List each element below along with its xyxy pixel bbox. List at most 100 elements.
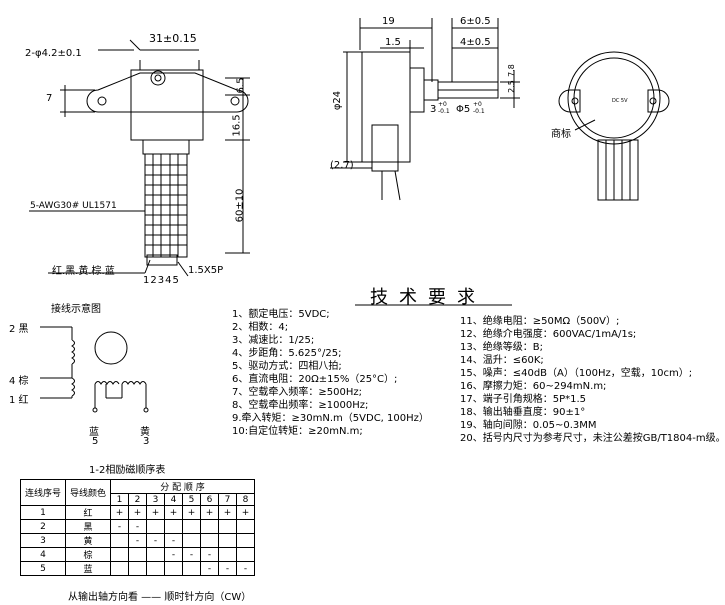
- dim-5-tol-lower: -0.1: [473, 108, 485, 115]
- row-cell: [164, 519, 183, 534]
- dim-6: 6±0.5: [460, 16, 491, 27]
- row-color: 棕: [65, 547, 111, 562]
- spec-line: 11、绝缘电阻：≥50MΩ（500V）;: [460, 316, 620, 327]
- dim-5-tol-upper: +0: [473, 101, 482, 108]
- row-cell: [146, 561, 165, 576]
- step-header: 1: [110, 493, 129, 506]
- row-color: 黄: [65, 533, 111, 548]
- row-cell: [146, 519, 165, 534]
- row-cell: [128, 547, 147, 562]
- row-cell: +: [164, 505, 183, 520]
- row-cell: [218, 547, 237, 562]
- table-row: 4 棕 - - -: [20, 547, 255, 562]
- spec-line: 15、噪声：≤40dB（A）（100Hz，空载，10cm）;: [460, 368, 693, 379]
- row-cell: [110, 561, 129, 576]
- row-cell: [128, 561, 147, 576]
- row-cell: -: [128, 533, 147, 548]
- row-cell: [182, 519, 201, 534]
- spec-line: 7、空载牵入频率：≥500Hz;: [232, 387, 362, 398]
- spec-line: 6、直流电阻：20Ω±15%（25°C）;: [232, 374, 398, 385]
- row-cell: [110, 547, 129, 562]
- table-row: 1 红 + + + + + + + +: [20, 505, 255, 520]
- dim-4: 4±0.5: [460, 37, 491, 48]
- row-cell: -: [110, 519, 129, 534]
- spec-line: 1、额定电压：5VDC;: [232, 309, 330, 320]
- yellow-label: 黄: [140, 427, 150, 438]
- dim-6-5: 6.5: [235, 77, 247, 94]
- row-cell: [182, 533, 201, 548]
- row-cell: +: [128, 505, 147, 520]
- dim-width: 31±0.15: [149, 32, 197, 45]
- pin-4-label: 4 棕: [9, 376, 29, 387]
- row-cell: -: [182, 547, 201, 562]
- row-color: 蓝: [65, 561, 111, 576]
- dim-holes: 2-φ4.2±0.1: [25, 48, 82, 59]
- cable-spec: 5-AWG30# UL1571: [30, 201, 117, 211]
- header-color: 导线颜色: [65, 479, 111, 506]
- row-cell: [110, 533, 129, 548]
- row-cell: [236, 533, 255, 548]
- dim-3-tol-lower: -0.1: [438, 108, 450, 115]
- row-seq: 3: [20, 533, 66, 548]
- spec-line: 17、端子引角规格：5P*1.5: [460, 394, 587, 405]
- row-cell: +: [146, 505, 165, 520]
- sequence-caption: 1-2相励磁顺序表: [89, 465, 166, 476]
- row-cell: [146, 547, 165, 562]
- row-cell: -: [200, 547, 219, 562]
- spec-line: 12、绝缘介电强度：600VAC/1mA/1s;: [460, 329, 637, 340]
- spec-line: 2、相数：4;: [232, 322, 289, 333]
- spec-line: 18、输出轴垂直度：90±1°: [460, 407, 586, 418]
- table-row: 3 黄 - - -: [20, 533, 255, 548]
- row-cell: +: [218, 505, 237, 520]
- spec-line: 13、绝缘等级：B;: [460, 342, 543, 353]
- dim-19: 19: [382, 16, 395, 27]
- row-cell: +: [182, 505, 201, 520]
- motor-label-text: DC 5V: [612, 98, 628, 104]
- row-cell: -: [164, 547, 183, 562]
- row-cell: -: [128, 519, 147, 534]
- spec-line: 10:自定位转矩：≥20mN.m;: [232, 426, 363, 437]
- spec-line: 16、摩擦力矩：60~294mN.m;: [460, 381, 607, 392]
- row-cell: -: [236, 561, 255, 576]
- step-header: 2: [128, 493, 147, 506]
- row-seq: 5: [20, 561, 66, 576]
- dim-r1: 7.8: [506, 64, 516, 77]
- row-seq: 1: [20, 505, 66, 520]
- header-dist: 分 配 顺 序: [110, 479, 255, 494]
- pin-1-label: 1 红: [9, 395, 29, 406]
- step-header: 4: [164, 493, 183, 506]
- yellow-num: 3: [143, 436, 150, 447]
- row-cell: [164, 561, 183, 576]
- row-cell: -: [200, 561, 219, 576]
- label-brand: 商标: [551, 129, 571, 140]
- iso-view-motor: [558, 51, 670, 201]
- spec-line: 5、驱动方式：四相八拍;: [232, 361, 342, 372]
- blue-num: 5: [92, 436, 99, 447]
- row-cell: +: [110, 505, 129, 520]
- dim-16-5: 16.5: [231, 114, 243, 137]
- dim-5: Φ5: [456, 104, 471, 115]
- dim-7: 7: [46, 93, 53, 104]
- row-cell: [218, 519, 237, 534]
- step-header: 5: [182, 493, 201, 506]
- sequence-table: 连线序号 导线颜色 分 配 顺 序 1 2 3 4 5 6 7 8 1 红 + …: [20, 479, 255, 576]
- dim-1-5: 1.5: [385, 37, 401, 48]
- spec-line: 14、温升：≤60K;: [460, 355, 544, 366]
- spec-line: 8、空载牵出频率：≥1000Hz;: [232, 400, 369, 411]
- row-cell: +: [200, 505, 219, 520]
- step-header: 6: [200, 493, 219, 506]
- table-row: 5 蓝 - - -: [20, 561, 255, 576]
- spec-title: 技术要求: [370, 287, 486, 308]
- spec-line: 20、括号内尺寸为参考尺寸，未注公差按GB/T1804-m级。: [460, 433, 725, 444]
- row-seq: 4: [20, 547, 66, 562]
- row-seq: 2: [20, 519, 66, 534]
- step-header: 7: [218, 493, 237, 506]
- spec-line: 3、减速比：1/25;: [232, 335, 315, 346]
- spec-line: 4、步距角：5.625°/25;: [232, 348, 342, 359]
- row-cell: [218, 533, 237, 548]
- spec-line: 9.牵入转矩：≥30mN.m（5VDC, 100Hz）: [232, 413, 429, 424]
- blue-label: 蓝: [89, 427, 99, 438]
- step-header: 3: [146, 493, 165, 506]
- connector-spec: 1.5X5P: [188, 265, 224, 276]
